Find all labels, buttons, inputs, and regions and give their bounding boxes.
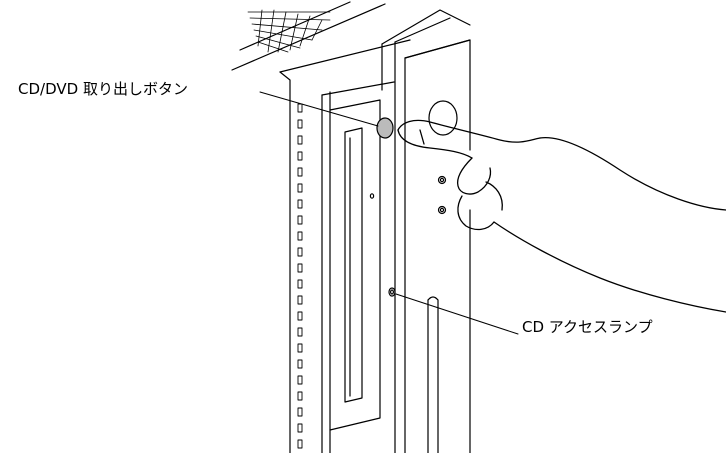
side-vent-slots bbox=[297, 103, 303, 449]
lamp-leader-line bbox=[395, 293, 519, 335]
callout-leader-lines bbox=[259, 91, 519, 335]
access-lamp-label: CD アクセスランプ bbox=[522, 318, 653, 336]
case-top bbox=[231, 1, 471, 453]
pointing-hand bbox=[397, 119, 726, 313]
eject-button-shape bbox=[376, 117, 394, 139]
eject-button-label: CD/DVD 取り出しボタン bbox=[18, 80, 188, 98]
front-bezel bbox=[321, 39, 471, 453]
front-lower-slot bbox=[427, 296, 439, 453]
access-lamp-shape bbox=[388, 287, 396, 297]
optical-drive bbox=[329, 99, 381, 431]
front-panel-controls bbox=[428, 100, 458, 215]
eject-leader-line bbox=[259, 91, 379, 127]
